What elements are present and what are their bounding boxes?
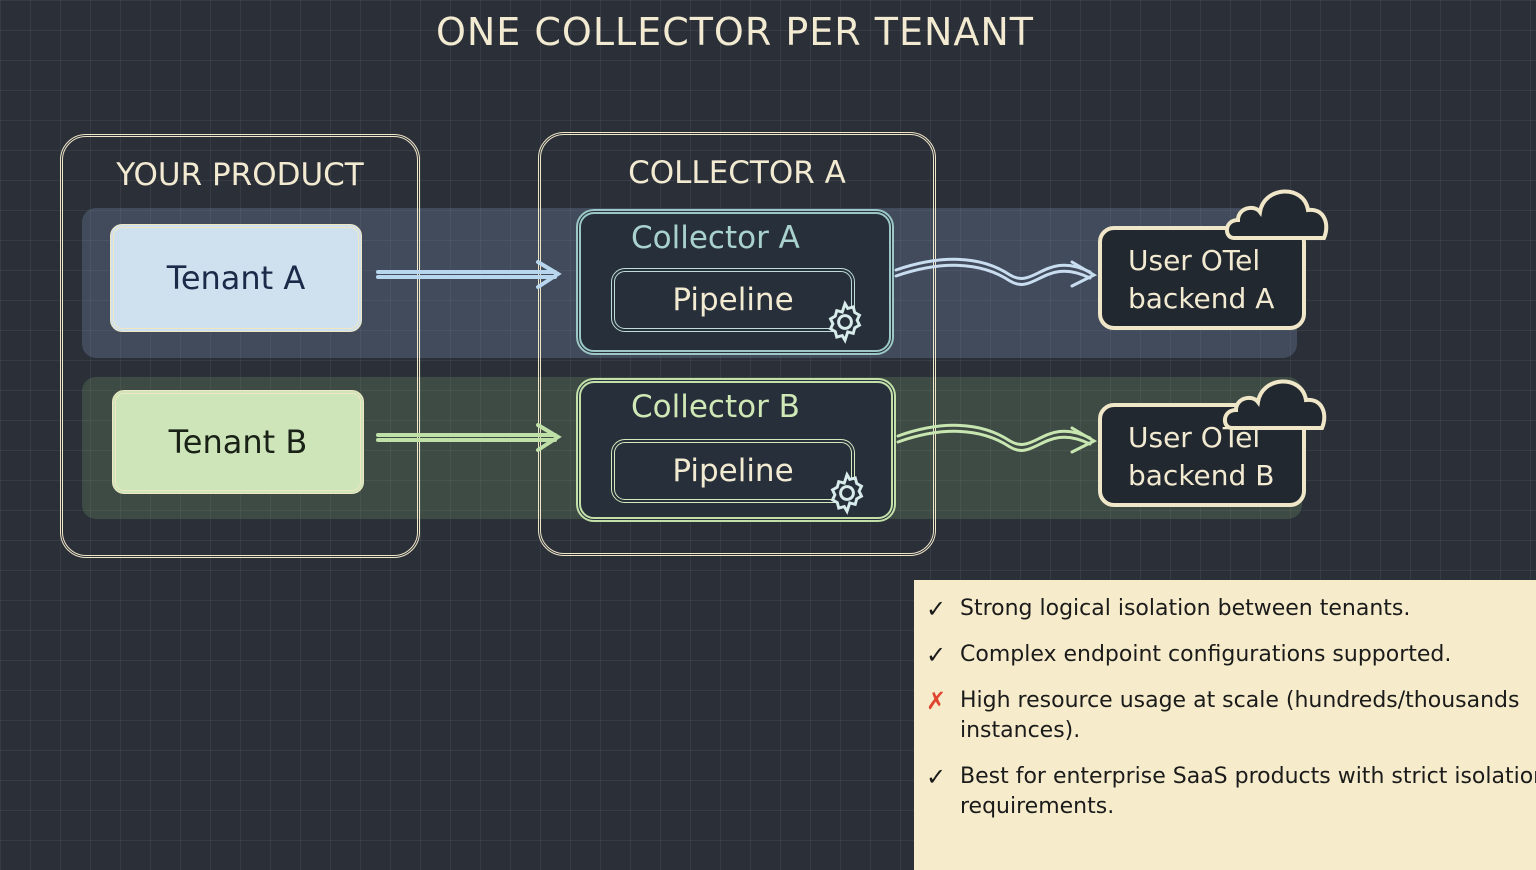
gear-icon <box>828 300 862 344</box>
backend-b-line2: backend B <box>1128 459 1275 492</box>
check-icon: ✓ <box>926 763 947 791</box>
diagram-title: ONE COLLECTOR PER TENANT <box>435 10 1035 54</box>
collector-container-label: COLLECTOR A <box>628 155 846 191</box>
note-item: ✗ High resource usage at scale (hundreds/… <box>926 686 1536 746</box>
gear-icon <box>830 471 864 515</box>
tenant-b-box: Tenant B <box>112 390 364 494</box>
note-text: Strong logical isolation between tenants… <box>960 596 1411 621</box>
note-text: Best for enterprise SaaS products with s… <box>960 764 1536 819</box>
tenant-a-box: Tenant A <box>110 224 362 332</box>
backend-a-line1: User OTel <box>1128 244 1261 277</box>
pros-cons-note: ✓ Strong logical isolation between tenant… <box>914 580 1536 870</box>
note-item: ✓ Strong logical isolation between tenant… <box>926 594 1536 624</box>
your-product-label: YOUR PRODUCT <box>116 157 364 193</box>
collector-b-label: Collector B <box>631 389 800 425</box>
collector-container: COLLECTOR A <box>538 132 936 556</box>
cross-icon: ✗ <box>926 687 947 715</box>
cloud-icon <box>1223 379 1327 430</box>
pipeline-a: Pipeline <box>611 268 855 332</box>
note-text: Complex endpoint configurations supporte… <box>960 642 1452 667</box>
check-icon: ✓ <box>926 595 947 623</box>
check-icon: ✓ <box>926 641 947 669</box>
your-product-container: YOUR PRODUCT <box>60 134 420 558</box>
note-item: ✓ Complex endpoint configurations support… <box>926 640 1536 670</box>
collector-b-box: Collector B Pipeline <box>576 378 896 522</box>
collector-a-label: Collector A <box>631 220 800 256</box>
backend-a-line2: backend A <box>1128 282 1275 315</box>
pipeline-b: Pipeline <box>611 439 855 503</box>
note-text: High resource usage at scale (hundreds/t… <box>960 688 1520 743</box>
backend-a-box: User OTel backend A <box>1098 226 1306 330</box>
note-item: ✓ Best for enterprise SaaS products with … <box>926 762 1536 822</box>
cloud-icon <box>1225 189 1329 240</box>
collector-a-box: Collector A Pipeline <box>576 209 894 355</box>
